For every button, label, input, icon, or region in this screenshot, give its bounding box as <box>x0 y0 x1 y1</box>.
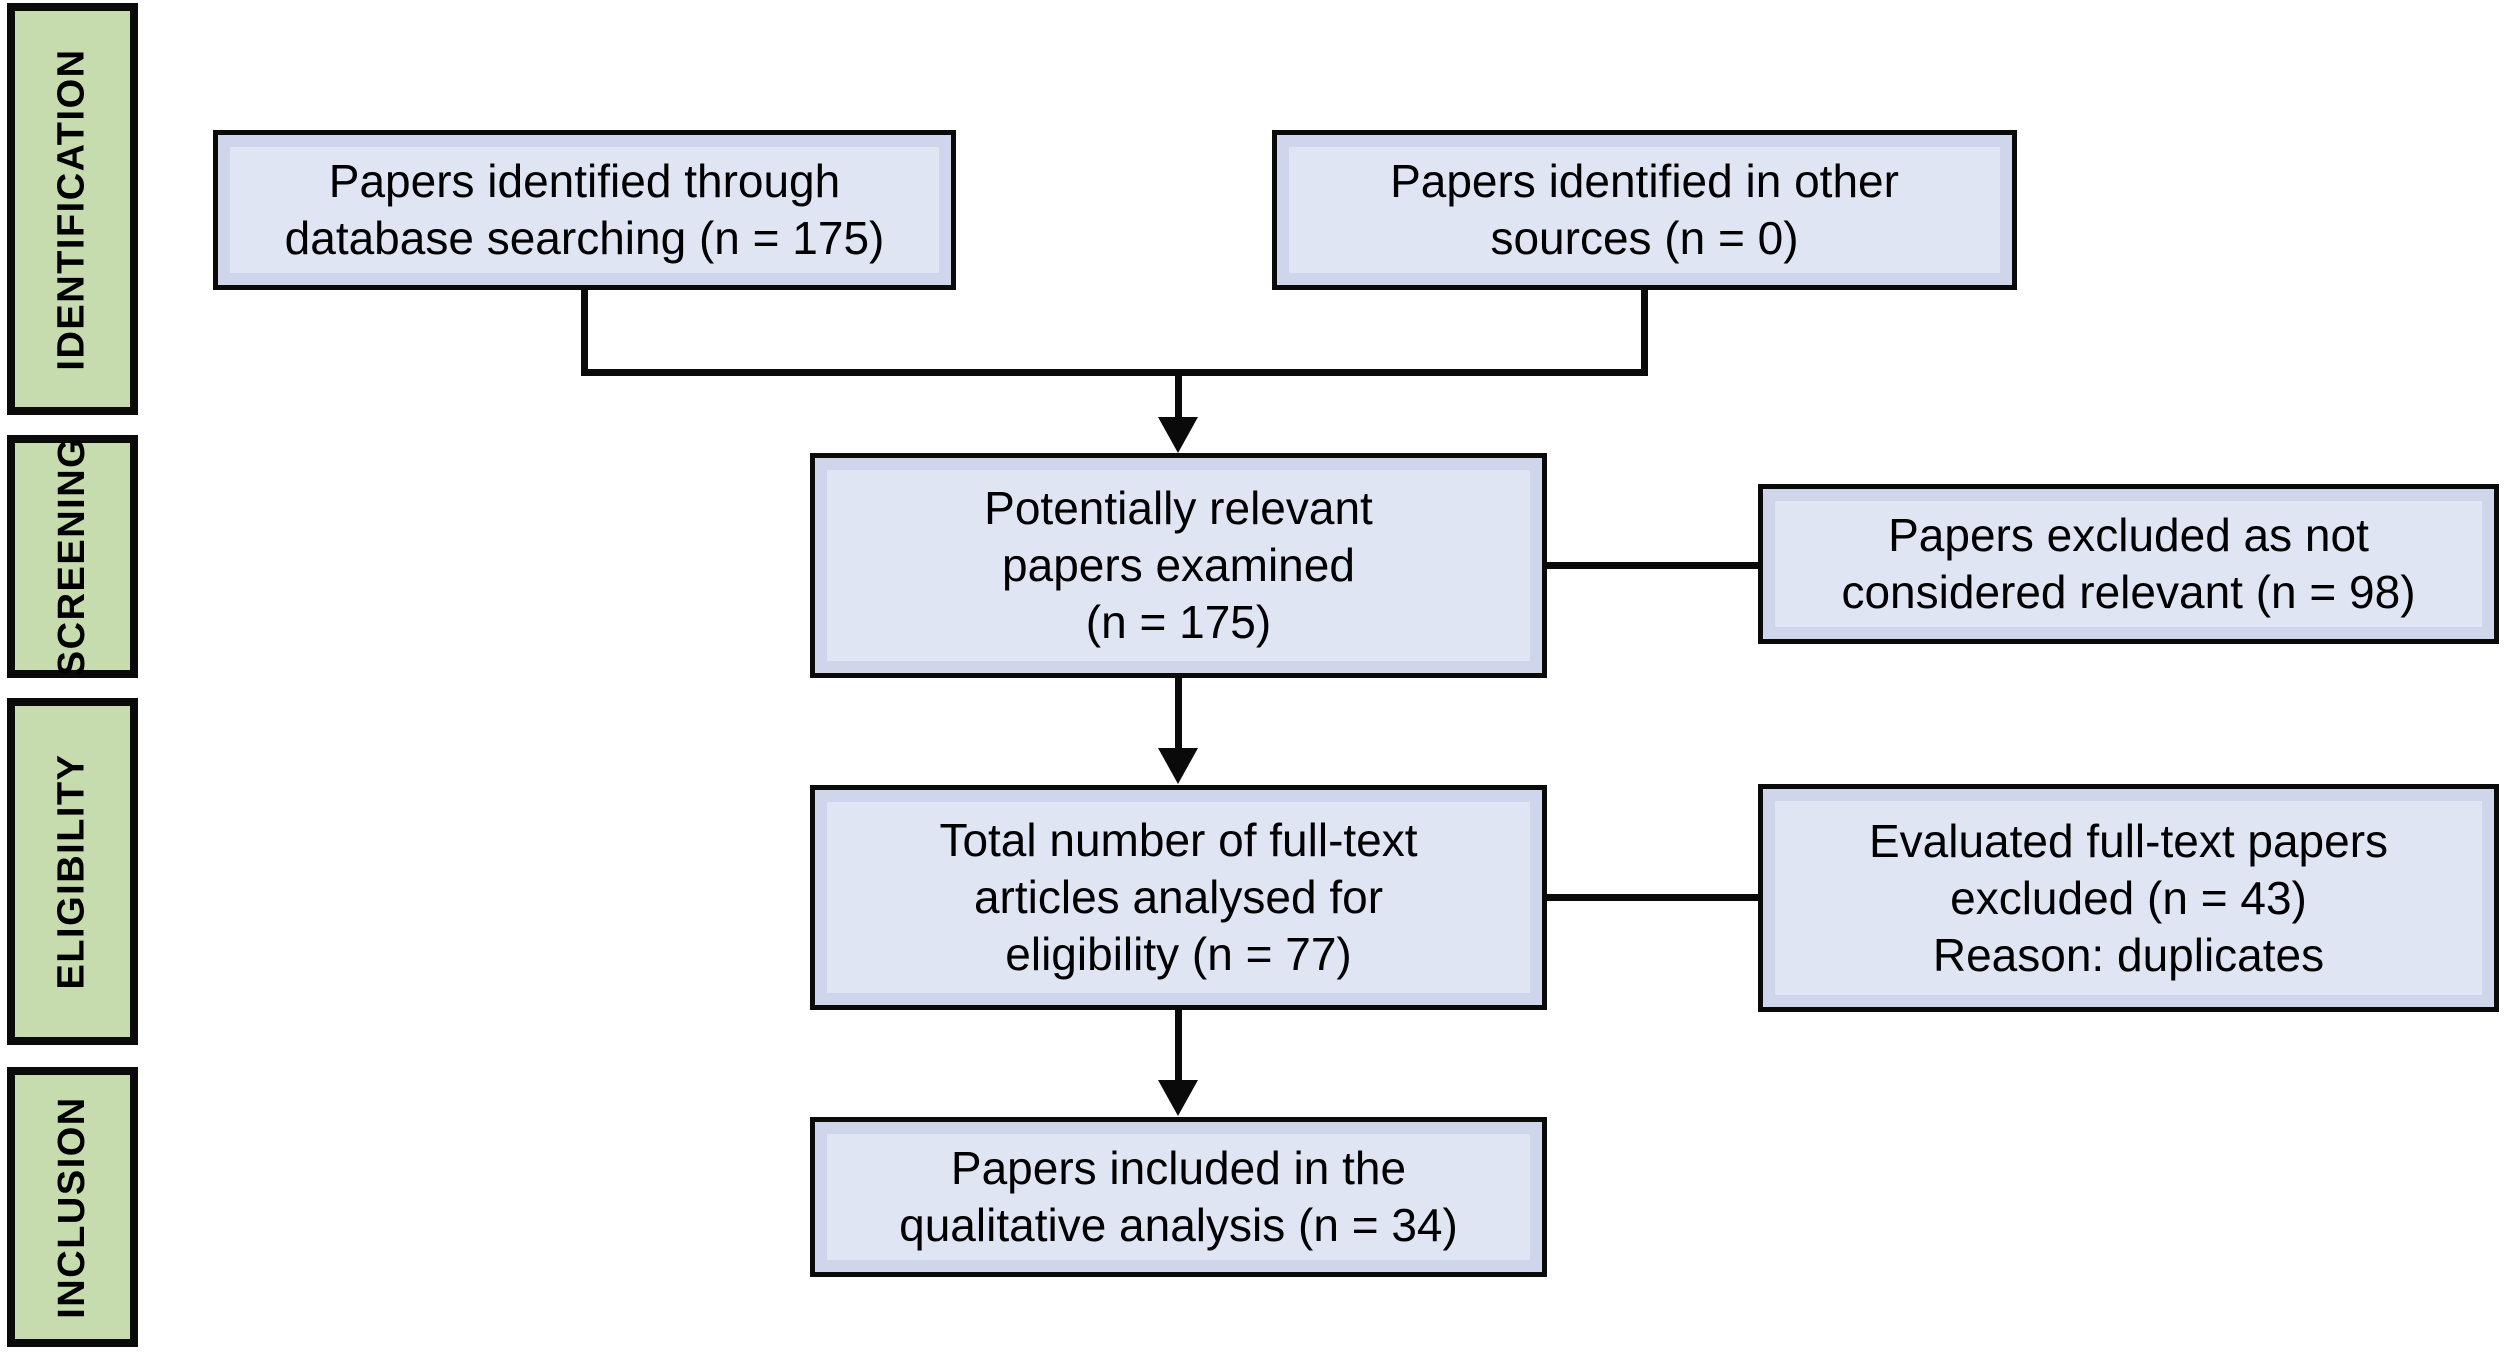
box-papers-identified-database: Papers identified through database searc… <box>213 130 956 290</box>
stage-screening: SCREENING <box>7 435 138 678</box>
box-text-line: Potentially relevant <box>984 482 1373 534</box>
box-text-line: Papers included in the <box>950 1142 1407 1194</box>
connector-dbsearch-down <box>581 290 588 376</box>
box-fulltext-excluded: Evaluated full-text papers excluded (n =… <box>1758 784 2499 1012</box>
stage-identification: IDENTIFICATION <box>7 3 138 415</box>
box-text-line: papers examined <box>1002 539 1355 591</box>
connector-examined-to-fulltext-shaft <box>1175 678 1182 750</box>
box-papers-included: Papers included in the qualitative analy… <box>810 1117 1547 1277</box>
box-text-line: Reason: duplicates <box>1932 928 2325 981</box>
stage-identification-label: IDENTIFICATION <box>51 47 94 371</box>
connector-merge-horizontal <box>581 369 1648 376</box>
connector-fulltext-to-excluded <box>1547 894 1758 901</box>
box-text-line: Papers excluded as not <box>1888 509 2369 561</box>
stage-eligibility: ELIGIBILITY <box>7 698 138 1045</box>
box-text-line: sources (n = 0) <box>1490 212 1799 264</box>
connector-fulltext-to-included-shaft <box>1175 1010 1182 1082</box>
box-fulltext-analysed: Total number of full-text articles analy… <box>810 785 1547 1010</box>
stage-inclusion: INCLUSION <box>7 1067 138 1347</box>
connector-merge-to-examined-shaft <box>1175 376 1182 420</box>
box-text-line: Papers identified in other <box>1390 155 1899 207</box>
stage-inclusion-label: INCLUSION <box>51 1095 93 1319</box>
box-papers-excluded-not-relevant: Papers excluded as not considered releva… <box>1758 484 2499 644</box>
box-text-line: (n = 175) <box>1085 596 1272 648</box>
box-text-line: articles analysed for <box>973 871 1384 923</box>
box-potentially-relevant-examined: Potentially relevant papers examined (n … <box>810 453 1547 678</box>
connector-othersources-down <box>1641 290 1648 376</box>
stage-eligibility-label: ELIGIBILITY <box>51 753 93 990</box>
box-text-line: considered relevant (n = 98) <box>1841 566 2416 618</box>
box-text-line: Total number of full-text <box>939 814 1418 866</box>
stage-screening-label: SCREENING <box>51 436 94 677</box>
box-text-line: Evaluated full-text papers <box>1868 814 2389 867</box>
arrow-down-icon <box>1158 1080 1198 1116</box>
box-text-line: eligibility (n = 77) <box>1005 928 1352 980</box>
connector-examined-to-excluded <box>1547 562 1758 569</box>
arrow-down-icon <box>1158 417 1198 453</box>
box-text-line: qualitative analysis (n = 34) <box>899 1199 1458 1251</box>
box-text-line: Papers identified through <box>328 155 841 207</box>
box-text-line: database searching (n = 175) <box>284 212 885 264</box>
box-text-line: excluded (n = 43) <box>1950 871 2307 924</box>
box-papers-identified-other-sources: Papers identified in other sources (n = … <box>1272 130 2017 290</box>
arrow-down-icon <box>1158 748 1198 784</box>
